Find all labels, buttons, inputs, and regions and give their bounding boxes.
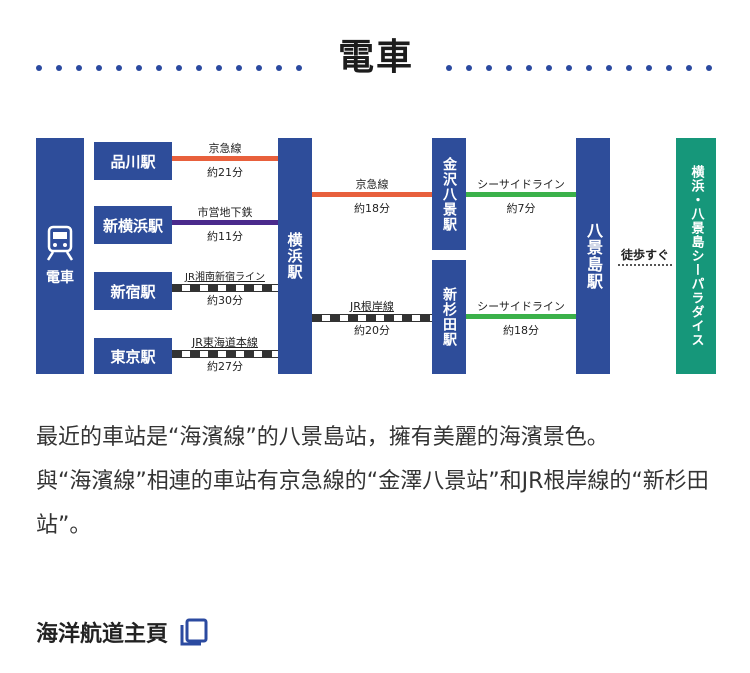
route-label-time: 約27分 xyxy=(207,360,243,373)
route-line-seaside-2 xyxy=(466,314,576,319)
route-label-line: 京急線 xyxy=(355,178,389,191)
section-heading: 電車 xyxy=(0,18,750,78)
description-paragraph-1: 最近的車站是“海濱線”的八景島站，擁有美麗的海濱景色。 xyxy=(36,425,609,450)
station-yokohama-label: 横浜駅 xyxy=(285,232,304,280)
train-icon xyxy=(46,225,74,261)
route-line-jr-shonan xyxy=(172,284,278,292)
destination-box: 横浜・八景島シーパラダイス xyxy=(676,138,716,374)
route-label-time: 約18分 xyxy=(354,202,390,215)
station-shinagawa: 品川駅 xyxy=(94,142,172,180)
route-label-time: 約7分 xyxy=(506,202,536,215)
route-line-seaside-1 xyxy=(466,192,576,197)
station-shinsugita-label: 新杉田駅 xyxy=(441,287,457,347)
route-label-line: シーサイドライン xyxy=(477,300,565,313)
route-label-line: JR湘南新宿ライン xyxy=(185,272,265,283)
route-label-line: 市営地下鉄 xyxy=(197,206,253,219)
station-kanazawa-hakkei-label: 金沢八景駅 xyxy=(441,156,457,232)
origin-label: 電車 xyxy=(46,270,74,286)
route-line-subway xyxy=(172,220,278,225)
destination-label: 横浜・八景島シーパラダイス xyxy=(688,165,704,347)
description: 最近的車站是“海濱線”的八景島站，擁有美麗的海濱景色。 與“海濱線”相連的車站有… xyxy=(36,416,726,548)
route-label-line: シーサイドライン xyxy=(477,178,565,191)
route-label-line: JR根岸線 xyxy=(350,300,394,313)
homepage-link-label: 海洋航道主頁 xyxy=(36,622,169,647)
route-line-jr-tokaido xyxy=(172,350,278,358)
route-label-time: 約30分 xyxy=(207,294,243,307)
route-label-time: 約21分 xyxy=(207,166,243,179)
route-label-time: 約18分 xyxy=(503,324,539,337)
dotted-divider-right xyxy=(446,56,726,71)
route-label-time: 約11分 xyxy=(207,230,243,243)
ocean-route-homepage-link[interactable]: 海洋航道主頁 xyxy=(36,616,210,648)
station-kanazawa-hakkei: 金沢八景駅 xyxy=(432,138,466,250)
station-tokyo: 東京駅 xyxy=(94,338,172,374)
route-label-line: JR東海道本線 xyxy=(192,336,258,349)
station-hakkeijima: 八景島駅 xyxy=(576,138,610,374)
route-label-time: 約20分 xyxy=(354,324,390,337)
route-line-jr-negishi xyxy=(312,314,432,322)
description-paragraph-2: 與“海濱線”相連的車站有京急線的“金澤八景站”和JR根岸線的“新杉田站”。 xyxy=(36,469,709,538)
origin-box: 電車 xyxy=(36,138,84,374)
route-line-keikyu-1 xyxy=(172,156,278,161)
dotted-divider-left xyxy=(36,56,316,71)
route-diagram: 電車 品川駅 新横浜駅 新宿駅 東京駅 京急線 約21分 市営地下鉄 約11分 … xyxy=(36,138,716,374)
route-label-line: 京急線 xyxy=(208,142,242,155)
station-shinyokohama: 新横浜駅 xyxy=(94,206,172,244)
station-shinjuku: 新宿駅 xyxy=(94,272,172,310)
external-link-icon xyxy=(180,618,208,646)
walk-label: 徒歩すぐ xyxy=(620,248,669,262)
station-hakkeijima-label: 八景島駅 xyxy=(584,222,603,290)
station-yokohama: 横浜駅 xyxy=(278,138,312,374)
section-title: 電車 xyxy=(337,37,414,78)
station-shinsugita: 新杉田駅 xyxy=(432,260,466,374)
route-line-keikyu-2 xyxy=(312,192,432,197)
walk-dotted-line xyxy=(618,264,672,266)
